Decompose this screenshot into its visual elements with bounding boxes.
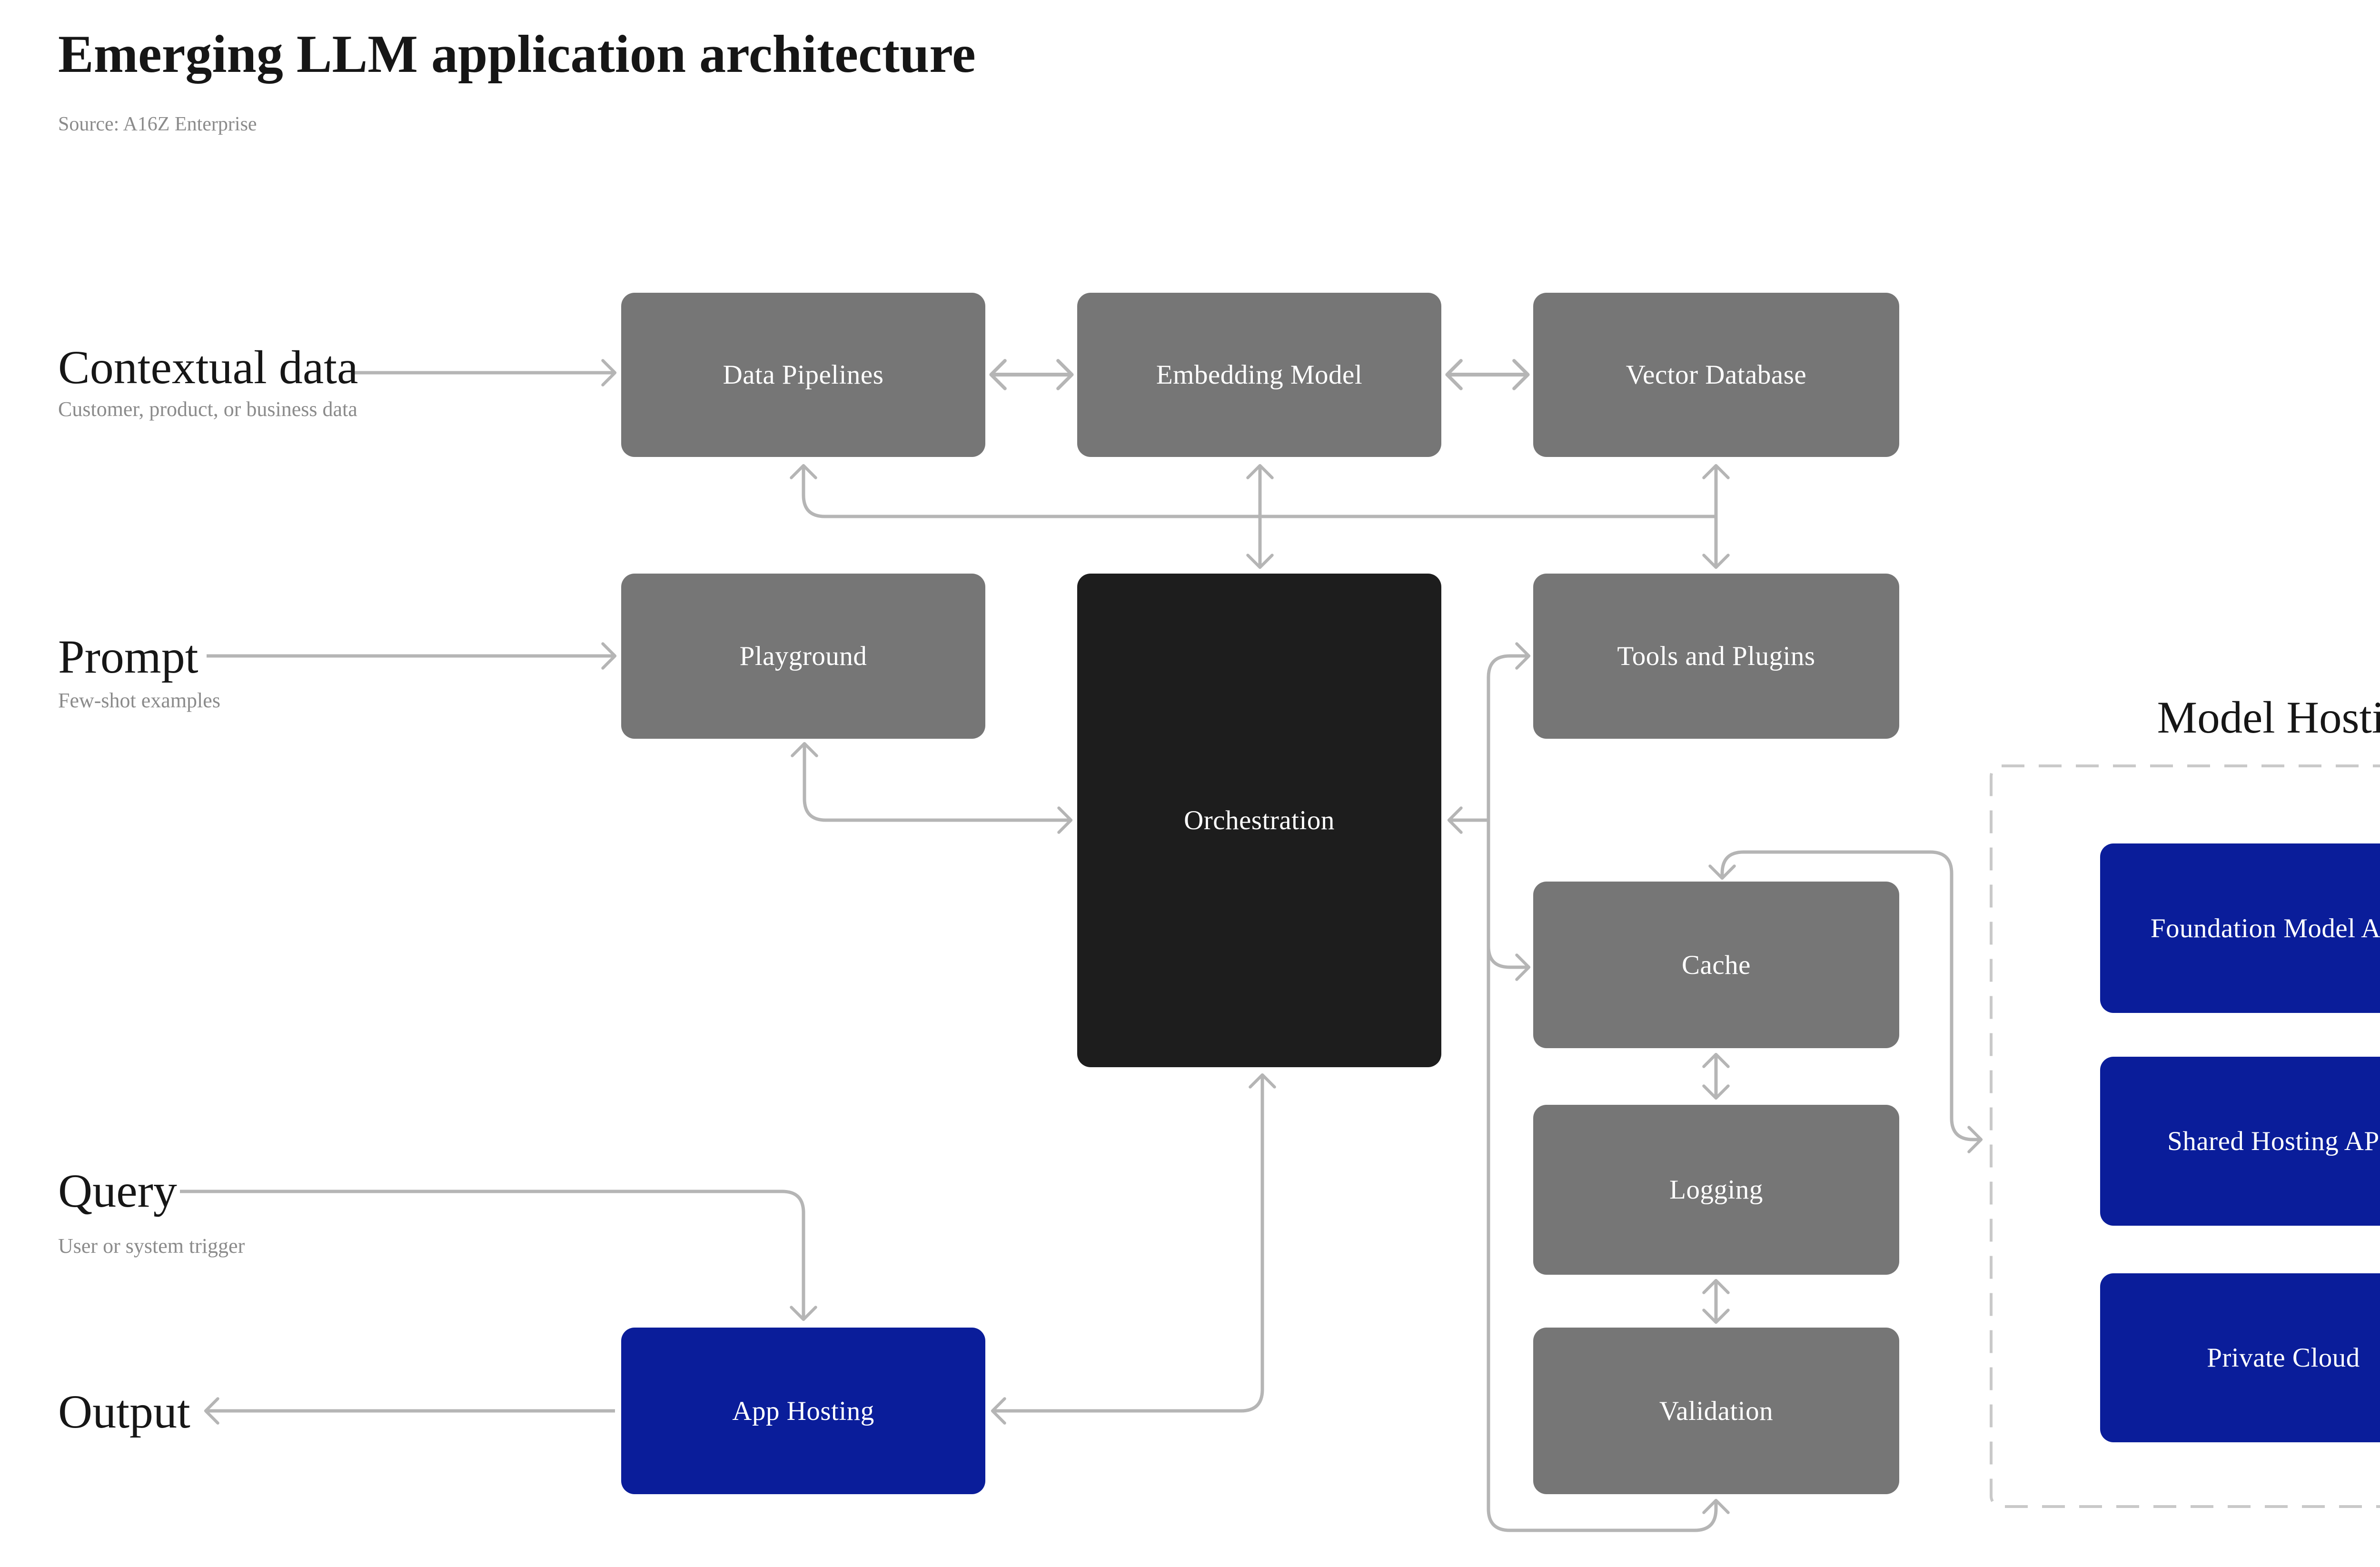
node-tools-and-plugins-label: Tools and Plugins [1617,641,1815,671]
node-vector-database-label: Vector Database [1626,360,1807,390]
node-embedding-model-label: Embedding Model [1156,360,1363,390]
arrow-app-hosting-orchestration [991,1073,1276,1425]
node-shared-hosting-apis: Shared Hosting APIs [2100,1057,2380,1226]
node-data-pipelines-label: Data Pipelines [723,360,884,390]
node-app-hosting-label: App Hosting [732,1396,874,1426]
node-playground: Playground [621,574,985,739]
node-validation-label: Validation [1659,1396,1774,1426]
label-output: Output [58,1385,190,1438]
node-logging: Logging [1533,1105,1899,1275]
label-prompt: Prompt [58,630,198,683]
node-validation: Validation [1533,1328,1899,1494]
arrow-query-to-app-hosting [180,1190,817,1321]
arrow-trunk-to-tools-and-plugins [1487,642,1531,678]
node-private-cloud-label: Private Cloud [2207,1343,2360,1373]
sublabel-query: User or system trigger [58,1234,245,1258]
sublabel-contextual-data: Customer, product, or business data [58,397,357,421]
node-orchestration-label: Orchestration [1184,805,1335,835]
node-embedding-model: Embedding Model [1077,293,1441,457]
arrow-cache-model-hosting [1708,850,1983,1153]
node-private-cloud: Private Cloud [2100,1273,2380,1442]
arrow-trunk-to-cache [1487,946,1531,981]
sublabel-prompt: Few-shot examples [58,689,220,712]
page-title: Emerging LLM application architecture [58,25,976,84]
node-vector-database: Vector Database [1533,293,1899,457]
node-playground-label: Playground [739,641,867,671]
arrow-playground-orchestration [791,742,1073,834]
node-tools-and-plugins: Tools and Plugins [1533,574,1899,739]
node-foundation-model-apis: Foundation Model APIs [2100,843,2380,1013]
trunk-and-arrow-to-validation [1487,677,1730,1532]
node-cache: Cache [1533,882,1899,1048]
node-app-hosting: App Hosting [621,1328,985,1494]
node-data-pipelines: Data Pipelines [621,293,985,457]
node-logging-label: Logging [1669,1175,1763,1205]
label-contextual-data: Contextual data [58,341,358,394]
node-shared-hosting-apis-label: Shared Hosting APIs [2167,1126,2380,1156]
node-orchestration: Orchestration [1077,574,1441,1067]
page-source: Source: A16Z Enterprise [58,113,257,135]
node-cache-label: Cache [1682,950,1751,980]
label-query: Query [58,1164,177,1217]
model-hosting-title: Model Hosting [2157,692,2380,743]
node-foundation-model-apis-label: Foundation Model APIs [2150,913,2380,943]
connector-bracket-to-data-pipelines [790,464,1716,518]
